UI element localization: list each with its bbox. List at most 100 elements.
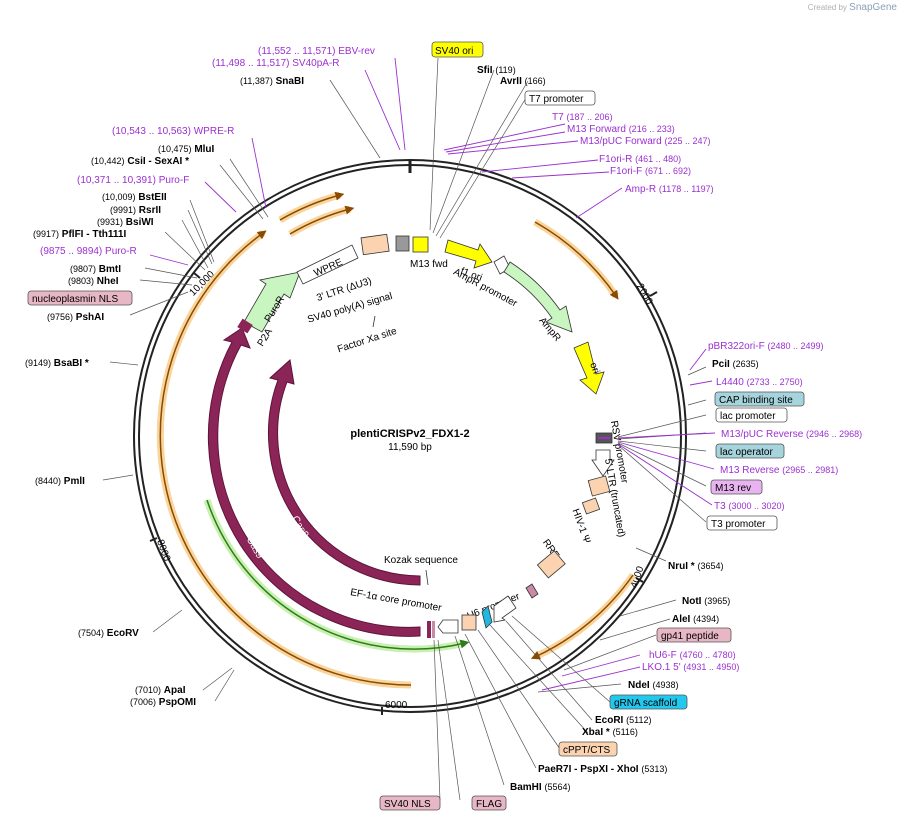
orf-arcs xyxy=(156,191,636,689)
rsv-feature[interactable] xyxy=(591,449,615,477)
box-grna-scaffold[interactable] xyxy=(609,694,688,710)
label-t3-promoter: T3 promoter xyxy=(711,519,766,530)
box-lac-operator[interactable] xyxy=(715,443,785,459)
label-csii[interactable]: (10,442) CsiI - SexAI * xyxy=(91,156,189,167)
box-nucleoplasmin-nls[interactable] xyxy=(27,290,133,306)
leader-lines xyxy=(102,57,707,801)
label-nhei[interactable]: (9803) NheI xyxy=(68,276,119,287)
ltr5-feature[interactable] xyxy=(587,475,611,497)
box-m13-rev[interactable] xyxy=(710,479,763,495)
label-pmli[interactable]: (8440) PmlI xyxy=(35,476,85,487)
puror-feature[interactable] xyxy=(243,271,301,333)
label-pcii[interactable]: PciI (2635) xyxy=(712,359,759,370)
label-m13-reverse[interactable]: M13 Reverse (2965 .. 2981) xyxy=(720,465,838,476)
label-m13puc-forward[interactable]: M13/pUC Forward (225 .. 247) xyxy=(580,136,711,147)
tick-marks xyxy=(149,272,658,715)
label-lko1[interactable]: LKO.1 5' (4931 .. 4950) xyxy=(642,662,739,673)
label-avrii[interactable]: AvrII (166) xyxy=(500,76,546,87)
credit-prefix: Created by xyxy=(807,3,847,12)
label-f1ori-f[interactable]: F1ori-F (671 .. 692) xyxy=(610,166,691,177)
label-ebv-rev[interactable]: (11,552 .. 11,571) EBV-rev xyxy=(258,46,375,57)
ori-label: ori xyxy=(587,361,601,375)
cas9-outer-feature[interactable] xyxy=(207,327,421,637)
label-snabi[interactable]: (11,387) SnaBI xyxy=(240,76,304,87)
label-pflfi[interactable]: (9917) PflFI - Tth111I xyxy=(33,229,126,240)
label-apai[interactable]: (7010) ApaI xyxy=(135,685,186,696)
p2a-feature[interactable] xyxy=(237,318,253,334)
sv40pa-feature[interactable] xyxy=(395,235,410,252)
plasmid-name: plentiCRISPv2_FDX1-2 xyxy=(350,428,469,440)
plasmid-size: 11,590 bp xyxy=(388,442,432,453)
label-amp-r[interactable]: Amp-R (1178 .. 1197) xyxy=(625,184,714,195)
grna-feature[interactable] xyxy=(481,605,493,629)
label-mlui[interactable]: (10,475) MluI xyxy=(158,144,215,155)
label-nrui[interactable]: NruI * (3654) xyxy=(668,561,723,572)
label-sv40pa-r[interactable]: (11,498 .. 11,517) SV40pA-R xyxy=(212,58,340,69)
box-cppt[interactable] xyxy=(558,741,618,757)
left-labels: (11,552 .. 11,571) EBV-rev (11,498 .. 11… xyxy=(25,46,375,708)
ori-feature[interactable] xyxy=(573,341,605,395)
label-l4440[interactable]: L4440 (2733 .. 2750) xyxy=(716,377,803,388)
label-flag: FLAG xyxy=(476,799,502,810)
label-bsabi[interactable]: (9149) BsaBI * xyxy=(25,358,89,369)
label-sv40-nls: SV40 NLS xyxy=(384,799,431,810)
label-gp41: gp41 peptide xyxy=(661,631,719,642)
label-lac-operator: lac operator xyxy=(720,447,773,458)
box-t3-promoter[interactable] xyxy=(706,515,778,531)
credit-brand: SnapGene xyxy=(849,2,897,13)
label-nucleoplasmin-nls: nucleoplasmin NLS xyxy=(32,294,118,305)
ef1a-feature[interactable] xyxy=(437,619,459,634)
label-grna-scaffold: gRNA scaffold xyxy=(614,698,677,709)
snapgene-credit: Created by SnapGene xyxy=(808,2,897,13)
box-gp41[interactable] xyxy=(656,627,732,643)
m13fwd-feature[interactable] xyxy=(412,236,429,253)
box-lac-promoter[interactable] xyxy=(715,407,788,423)
label-ndei[interactable]: NdeI (4938) xyxy=(628,680,678,691)
box-flag[interactable] xyxy=(471,795,507,811)
wpre-feature[interactable] xyxy=(296,244,359,285)
label-t7[interactable]: T7 (187 .. 206) xyxy=(552,112,612,123)
label-t3[interactable]: T3 (3000 .. 3020) xyxy=(714,501,785,512)
box-t7-promoter[interactable] xyxy=(524,90,596,106)
label-m13-rev: M13 rev xyxy=(715,483,751,494)
cppt-feature[interactable] xyxy=(525,583,539,599)
label-bsiwi[interactable]: (9931) BsiWI xyxy=(97,217,154,228)
label-m13-forward[interactable]: M13 Forward (216 .. 233) xyxy=(567,124,675,135)
label-pbr322ori-f[interactable]: pBR322ori-F (2480 .. 2499) xyxy=(708,341,824,352)
label-pshai[interactable]: (9756) PshAI xyxy=(47,312,104,323)
ltr3-feature[interactable] xyxy=(360,233,390,256)
label-bsteii[interactable]: (10,009) BstEII xyxy=(102,192,167,203)
box-sv40-ori[interactable] xyxy=(431,41,484,58)
label-m13puc-reverse[interactable]: M13/pUC Reverse (2946 .. 2968) xyxy=(721,429,862,440)
label-cppt: cPPT/CTS xyxy=(563,745,611,756)
label-pspomi[interactable]: (7006) PspOMI xyxy=(130,697,196,708)
flag-feature[interactable] xyxy=(427,621,431,638)
tick-8000: 8000 xyxy=(154,538,172,563)
label-rsrii[interactable]: (9991) RsrII xyxy=(110,205,161,216)
label-f1ori-r[interactable]: F1ori-R (461 .. 480) xyxy=(599,154,681,165)
cas9-inner-feature[interactable] xyxy=(268,359,421,586)
box-sv40-nls[interactable] xyxy=(379,795,441,811)
box-cap-binding[interactable] xyxy=(714,391,805,407)
label-ecori[interactable]: EcoRI (5112) xyxy=(595,715,651,726)
ampr-feature[interactable] xyxy=(503,261,573,333)
label-alei[interactable]: AleI (4394) xyxy=(672,614,719,625)
label-cap-binding: CAP binding site xyxy=(719,395,793,406)
m13fwd-label: M13 fwd xyxy=(410,259,448,270)
label-bmti[interactable]: (9807) BmtI xyxy=(70,264,121,275)
lko-feature[interactable] xyxy=(461,614,477,631)
label-hu6-f[interactable]: hU6-F (4760 .. 4780) xyxy=(649,650,736,661)
u6-feature[interactable] xyxy=(493,595,517,623)
label-wpre-r[interactable]: (10,543 .. 10,563) WPRE-R xyxy=(112,126,234,137)
hivpsi-feature[interactable] xyxy=(581,497,601,515)
label-xbai[interactable]: XbaI * (5116) xyxy=(582,727,638,738)
label-sfii[interactable]: SfiI (119) xyxy=(477,65,516,76)
f1ori-feature[interactable] xyxy=(444,239,493,269)
rre-feature[interactable] xyxy=(536,550,566,579)
label-ecorv[interactable]: (7504) EcoRV xyxy=(78,628,139,639)
label-noti[interactable]: NotI (3965) xyxy=(682,596,730,607)
label-puro-r[interactable]: (9875 .. 9894) Puro-R xyxy=(40,246,137,257)
label-bamhi[interactable]: BamHI (5564) xyxy=(510,782,570,793)
label-puro-f[interactable]: (10,371 .. 10,391) Puro-F xyxy=(77,175,189,186)
label-paer7i[interactable]: PaeR7I - PspXI - XhoI (5313) xyxy=(538,764,667,775)
